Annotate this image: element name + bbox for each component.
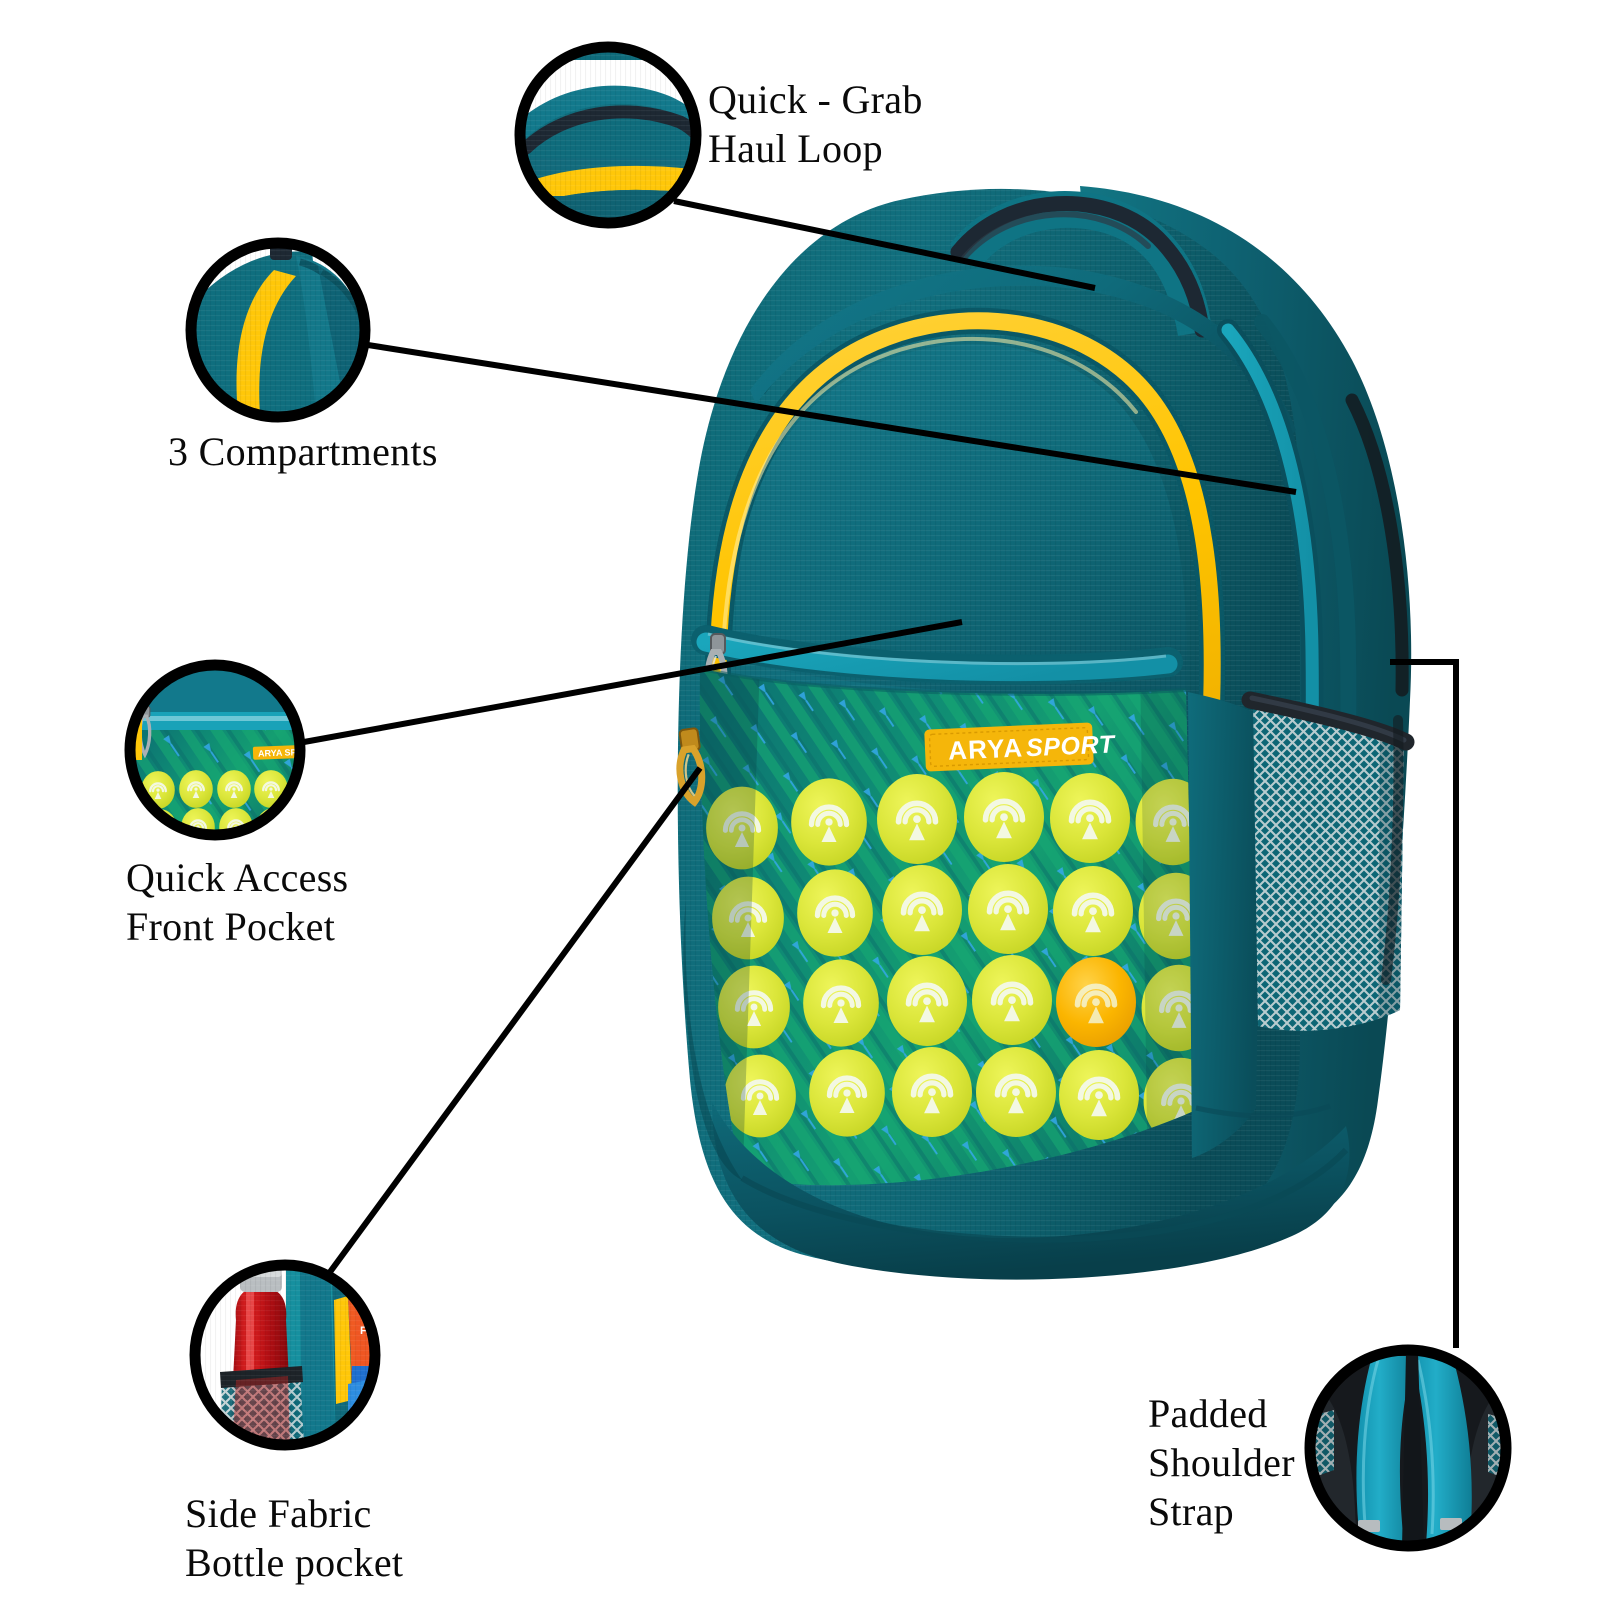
leader-bottle-pocket bbox=[327, 766, 703, 1274]
callout-label-quick-grab-haul-loop: Quick - Grab Haul Loop bbox=[708, 77, 923, 171]
front-pocket-zipper bbox=[691, 625, 1183, 685]
brand-label-patch: ARYA SPORT bbox=[924, 722, 1117, 772]
callout-label-padded-shoulder-strap: Padded Shoulder Strap bbox=[1148, 1391, 1295, 1534]
backpack-product-photo: ARYA SPORT bbox=[676, 186, 1415, 1280]
leader-front-pocket bbox=[303, 619, 963, 745]
brand-label-primary: ARYA bbox=[947, 732, 1023, 765]
pattern-circle-grid bbox=[706, 772, 1196, 1145]
callout-quick-access-front-pocket: ARYA SPORT bbox=[124, 659, 316, 841]
backpack-base bbox=[712, 1102, 1350, 1280]
pattern-circle-highlight bbox=[1056, 957, 1136, 1047]
callout-side-fabric-bottle-pocket: FABE bbox=[189, 1259, 381, 1451]
callout-padded-shoulder-strap bbox=[1304, 1344, 1512, 1552]
callout-leader-lines bbox=[303, 198, 1459, 1348]
side-gusset-panel bbox=[1188, 692, 1262, 1158]
callout-quick-grab-haul-loop bbox=[514, 41, 702, 229]
zipper-pull-icon bbox=[676, 727, 706, 807]
leader-compartments bbox=[367, 342, 1297, 495]
callout-label-side-fabric-bottle-pocket: Side Fabric Bottle pocket bbox=[185, 1491, 404, 1585]
svg-text:ARYA SPORT: ARYA SPORT bbox=[258, 747, 316, 759]
front-printed-pocket: ARYA SPORT bbox=[699, 666, 1196, 1186]
brand-label-secondary: SPORT bbox=[1025, 730, 1117, 762]
callout-label-quick-access-front-pocket: Quick Access Front Pocket bbox=[126, 855, 349, 949]
callout-three-compartments bbox=[185, 237, 371, 423]
leader-shoulder-strap bbox=[1390, 659, 1459, 1348]
leader-quick-grab bbox=[673, 198, 1096, 291]
callout-label-three-compartments: 3 Compartments bbox=[168, 429, 438, 474]
haul-loop-icon bbox=[950, 191, 1212, 338]
